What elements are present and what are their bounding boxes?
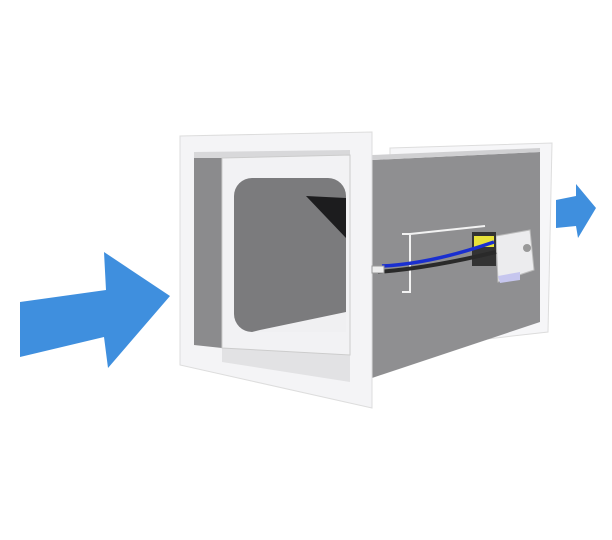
- damper-blade: [306, 196, 346, 238]
- pressure-tube-blue: [381, 240, 495, 268]
- frame-inner-left: [194, 158, 222, 348]
- sensor-base: [498, 272, 520, 283]
- frame-inner-bottom: [222, 348, 350, 382]
- pressure-tube-black: [377, 250, 497, 274]
- sensor-body: [495, 229, 535, 283]
- tube-fitting: [371, 265, 385, 274]
- opening-floor: [252, 312, 346, 332]
- outlet-arrow-icon: [556, 184, 596, 238]
- sensor-port: [523, 244, 531, 252]
- damper-opening: [234, 178, 346, 332]
- sensor-label: [474, 236, 494, 247]
- duct-side: [372, 152, 540, 378]
- inlet-arrow-icon: [20, 252, 170, 368]
- duct-top-edge: [372, 148, 540, 160]
